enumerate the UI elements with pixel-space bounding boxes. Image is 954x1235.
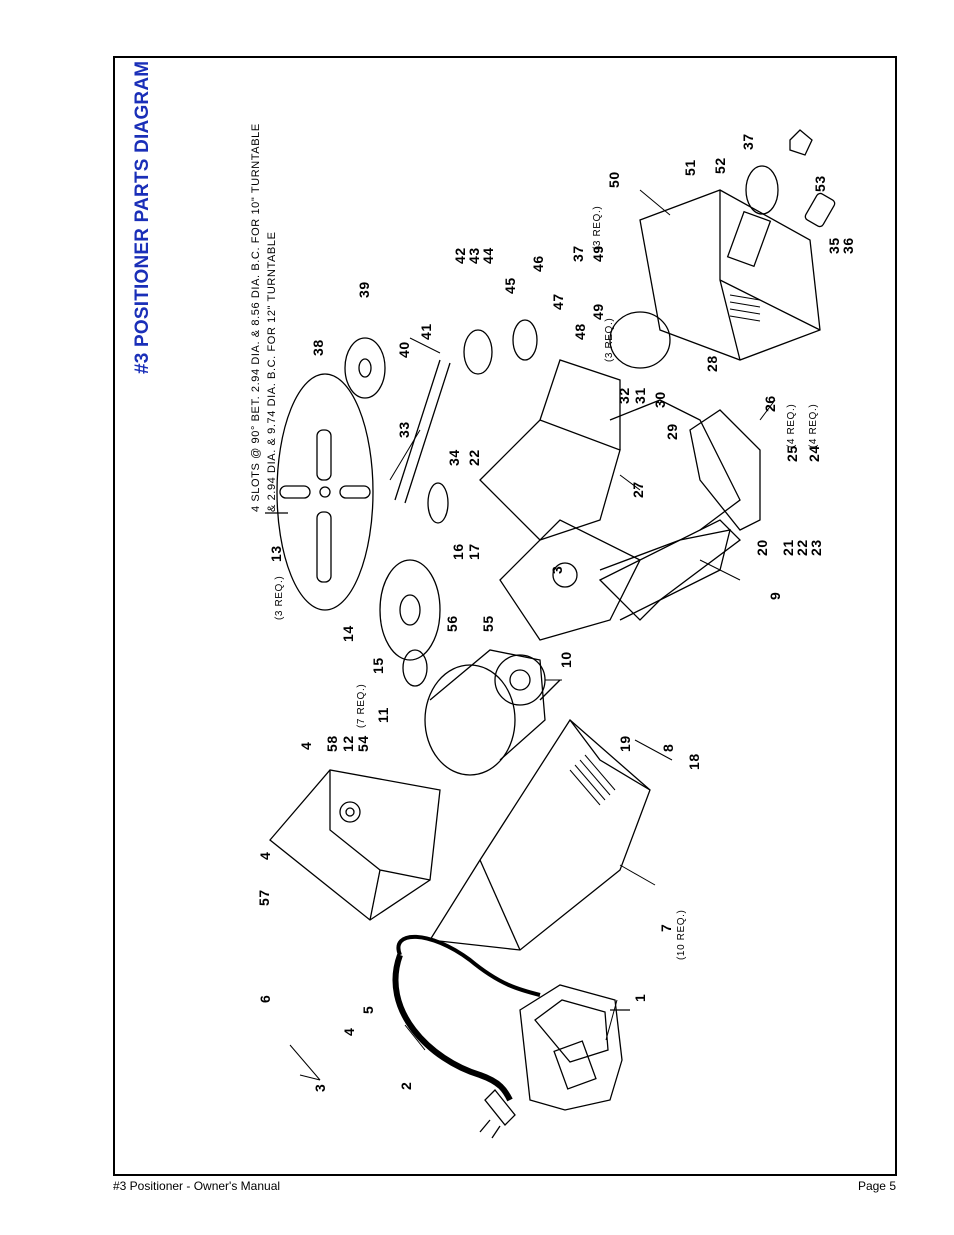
qty-49-left: (3 REQ.) <box>604 317 615 362</box>
qty-24: (4 REQ.) <box>808 403 819 448</box>
control-box <box>639 189 821 361</box>
base-housing <box>428 719 651 951</box>
part-label-51: 51 <box>682 159 698 176</box>
part-label-46: 46 <box>530 255 546 272</box>
motor-bracket-box <box>269 769 441 921</box>
part-label-37-top: 37 <box>740 133 756 150</box>
knob <box>789 129 813 156</box>
part-label-52: 52 <box>712 157 728 174</box>
drive-gear <box>379 559 441 661</box>
gear-housing <box>499 519 731 641</box>
drive-motor <box>424 649 561 776</box>
part-label-31: 31 <box>632 387 648 404</box>
part-label-56: 56 <box>444 615 460 632</box>
part-label-45: 45 <box>502 277 518 294</box>
part-label-6: 6 <box>257 994 273 1003</box>
part-label-47: 47 <box>550 293 566 310</box>
part-label-18: 18 <box>686 753 702 770</box>
part-label-4-upper: 4 <box>298 741 314 750</box>
disk-47 <box>512 319 538 361</box>
part-label-4-lower: 4 <box>341 1027 357 1036</box>
part-label-5: 5 <box>360 1005 376 1014</box>
qty-54: (7 REQ.) <box>356 683 367 728</box>
qty-25: (4 REQ.) <box>786 403 797 448</box>
part-label-33: 33 <box>396 421 412 438</box>
part-label-38: 38 <box>310 339 326 356</box>
part-label-30: 30 <box>652 391 668 408</box>
part-label-29: 29 <box>664 423 680 440</box>
qty-13: (3 REQ.) <box>274 575 285 620</box>
part-label-34: 34 <box>446 449 462 466</box>
part-label-54: 54 <box>355 735 371 752</box>
power-cord <box>392 934 541 1139</box>
part-label-3: 3 <box>312 1083 328 1092</box>
part-label-22-upper: 22 <box>466 449 482 466</box>
leader-lines <box>289 189 776 1081</box>
part-label-16: 16 <box>450 543 466 560</box>
part-label-12: 12 <box>340 735 356 752</box>
connector <box>804 192 836 228</box>
dial <box>745 165 779 215</box>
part-label-17: 17 <box>466 543 482 560</box>
part-label-55: 55 <box>480 615 496 632</box>
part-label-1: 1 <box>632 993 648 1002</box>
tilt-frame <box>598 399 741 621</box>
part-label-15: 15 <box>370 657 386 674</box>
part-label-14: 14 <box>340 625 356 642</box>
part-label-27: 27 <box>630 481 646 498</box>
part-label-58: 58 <box>324 735 340 752</box>
spindle-collar <box>463 329 493 375</box>
part-label-20: 20 <box>754 539 770 556</box>
part-label-28: 28 <box>704 355 720 372</box>
qty-7: (10 REQ.) <box>676 909 687 960</box>
worm-gear <box>344 337 386 399</box>
foot-pedal <box>519 984 630 1111</box>
bracket-20 <box>689 409 761 531</box>
part-label-23: 23 <box>808 539 824 556</box>
part-label-19: 19 <box>617 735 633 752</box>
shaft <box>394 359 451 504</box>
hub <box>427 482 449 524</box>
part-label-11: 11 <box>375 707 391 723</box>
qty-49-top: (3 REQ.) <box>592 205 603 250</box>
part-label-4-mid: 4 <box>257 851 273 860</box>
part-label-41: 41 <box>418 323 434 340</box>
part-label-10: 10 <box>558 651 574 668</box>
part-label-36: 36 <box>840 237 856 254</box>
footer-manual-title: #3 Positioner - Owner's Manual <box>113 1179 281 1193</box>
part-label-48: 48 <box>572 323 588 340</box>
part-label-53: 53 <box>812 175 828 192</box>
part-label-44: 44 <box>480 247 496 264</box>
part-label-13: 13 <box>268 545 284 562</box>
part-label-50: 50 <box>606 171 622 188</box>
footer-page-number: Page 5 <box>857 1179 896 1193</box>
part-label-2: 2 <box>398 1081 414 1090</box>
part-label-7: 7 <box>658 923 674 932</box>
part-label-39: 39 <box>356 281 372 298</box>
part-label-3-gear: 3 <box>549 565 565 574</box>
part-label-40: 40 <box>396 341 412 358</box>
part-label-32: 32 <box>616 387 632 404</box>
turntable <box>265 373 374 611</box>
pinion-gear <box>402 649 428 687</box>
disc-plate <box>609 311 671 369</box>
page-frame <box>113 56 897 1176</box>
part-label-37-mid: 37 <box>570 245 586 262</box>
part-label-8: 8 <box>660 743 676 752</box>
part-label-26: 26 <box>762 395 778 412</box>
part-label-57: 57 <box>256 889 272 906</box>
part-label-9: 9 <box>767 591 783 600</box>
upper-housing <box>479 359 621 541</box>
